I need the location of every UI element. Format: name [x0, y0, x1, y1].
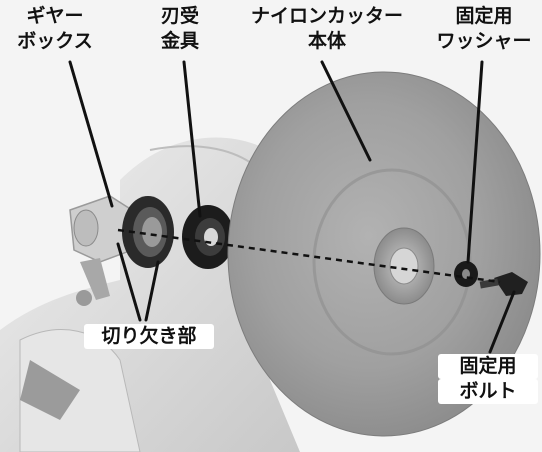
leader-notch-b [144, 260, 160, 322]
leader-blade-holder [182, 60, 202, 218]
label-gearbox: ギヤー ボックス [0, 4, 110, 54]
label-blade-holder-line2: 金具 [160, 30, 199, 52]
label-cutter-body: ナイロンカッター 本体 [232, 4, 422, 54]
label-washer-line1: 固定用 [455, 5, 513, 27]
label-gearbox-line1: ギヤー [26, 5, 84, 27]
leader-bolt [488, 290, 516, 354]
label-notch-text: 切り欠き部 [84, 324, 214, 349]
leader-lines [68, 60, 516, 354]
leader-washer [466, 60, 484, 264]
fixing-bolt [479, 272, 528, 296]
label-bolt-line1: 固定用 [438, 354, 538, 379]
gearbox-collar [122, 196, 174, 268]
label-bolt-line2: ボルト [438, 379, 538, 404]
blade-holder-fitting [182, 205, 234, 269]
assembly-axis-line [117, 228, 501, 284]
label-fixing-washer: 固定用 ワッシャー [428, 4, 540, 54]
leader-cutter-body [320, 60, 372, 162]
label-gearbox-line2: ボックス [17, 30, 93, 52]
label-cutter-body-line1: ナイロンカッター [250, 5, 403, 27]
leader-gearbox [68, 60, 114, 208]
leader-notch-a [116, 242, 142, 322]
label-fixing-bolt: 固定用 ボルト [438, 354, 538, 404]
fixing-washer [454, 261, 478, 287]
label-notch: 切り欠き部 [84, 324, 214, 349]
label-washer-line2: ワッシャー [436, 30, 532, 52]
label-cutter-body-line2: 本体 [307, 30, 346, 52]
label-blade-holder-line1: 刃受 [160, 5, 199, 27]
label-blade-holder: 刃受 金具 [150, 4, 210, 54]
nylon-cutter-disc [227, 71, 541, 437]
